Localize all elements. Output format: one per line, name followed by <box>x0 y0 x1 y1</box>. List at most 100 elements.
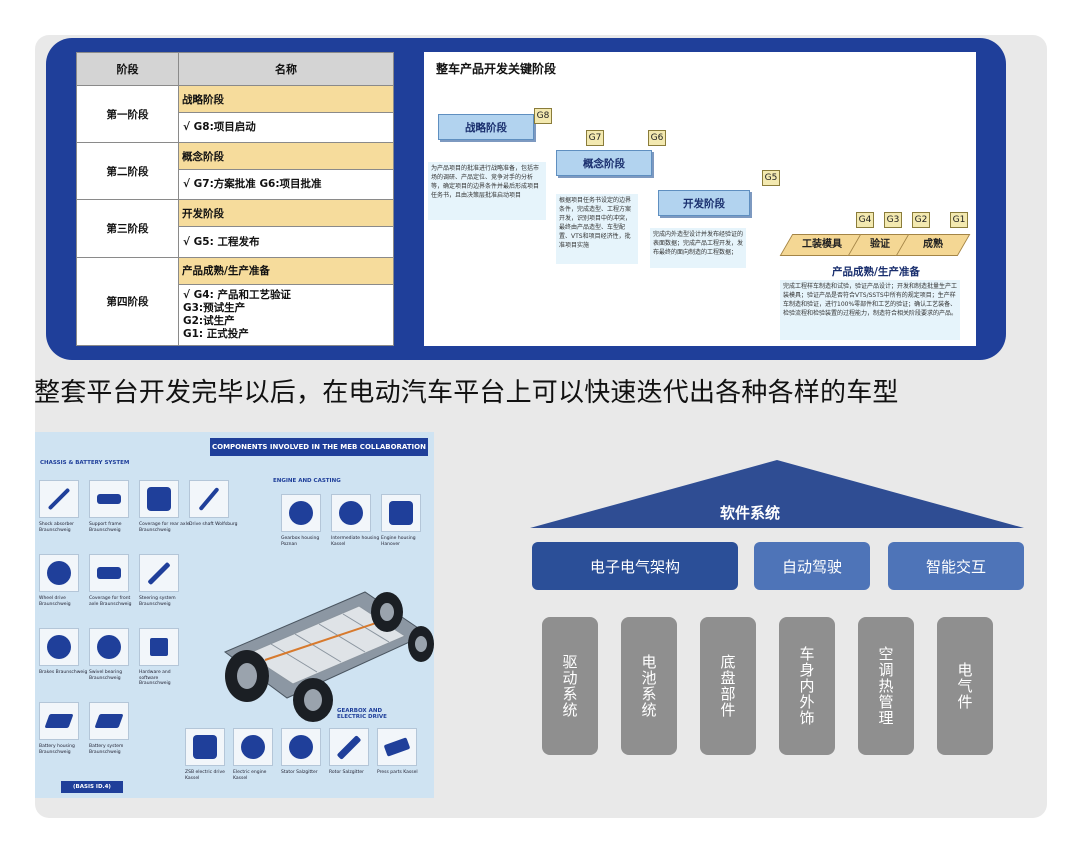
header-stage: 阶段 <box>76 51 179 87</box>
stage-name-cell: 开发阶段 <box>178 199 394 228</box>
tier3-item: 驱动系统 <box>542 617 598 755</box>
part-hardware <box>139 628 179 666</box>
tier2-item: 电子电气架构 <box>532 542 738 590</box>
gate-g5: G5 <box>762 170 780 186</box>
stage-cell: 第二阶段 <box>76 142 179 201</box>
part-caption: Battery system Braunschweig <box>89 744 124 755</box>
part-caption: Engine housing Hanover <box>381 536 416 547</box>
part-caption: Drive shaft Wolfsburg <box>189 522 238 527</box>
part-swivel-bearing <box>89 628 129 666</box>
step-concept: 概念阶段 <box>556 150 652 176</box>
part-steering <box>139 554 179 592</box>
part-caption: Wheel drive Braunschweig <box>39 596 71 607</box>
part-caption: Steering system Braunschweig <box>139 596 176 607</box>
tier2-item: 自动驾驶 <box>754 542 870 590</box>
part-caption: Brakes Braunschweig <box>39 670 88 675</box>
tier2-item: 智能交互 <box>888 542 1024 590</box>
part-caption: Stator Salzgitter <box>281 770 318 775</box>
section-engine: ENGINE AND CASTING <box>273 478 341 484</box>
final-stage-label: 产品成熟/生产准备 <box>832 266 920 278</box>
step-maturity: 成熟 <box>895 234 971 256</box>
part-caption: Battery housing Braunschweig <box>39 744 75 755</box>
gate-g6: G6 <box>648 130 666 146</box>
table-row: 第四阶段 产品成熟/生产准备 <box>76 256 394 347</box>
desc-concept: 根据项目任务书设定的边界条件，完成造型、工程方案开发，识别项目中的冲突，最终由产… <box>556 194 638 264</box>
gate-cell: √ G7:方案批准 G6:项目批准 <box>178 169 394 201</box>
meb-basis-label: (BASIS ID.4) <box>61 781 123 793</box>
tier3-item: 底盘部件 <box>700 617 756 755</box>
gate-g1: G1 <box>950 212 968 228</box>
table-row: 第三阶段 开发阶段 <box>76 199 394 258</box>
table-row: 第二阶段 概念阶段 <box>76 142 394 201</box>
step-development: 开发阶段 <box>658 190 750 216</box>
part-engine-housing <box>381 494 421 532</box>
gate-g7: G7 <box>586 130 604 146</box>
architecture-roof <box>530 460 1024 528</box>
table-row: √ G8:项目启动 <box>77 112 394 144</box>
part-battery-system <box>89 702 129 740</box>
stage-name-cell: 战略阶段 <box>178 85 394 114</box>
step-strategy: 战略阶段 <box>438 114 534 140</box>
part-caption: Gearbox housing Poznan <box>281 536 320 547</box>
gate-g3: G3 <box>884 212 902 228</box>
tier3-item: 电池系统 <box>621 617 677 755</box>
part-stator <box>281 728 321 766</box>
part-drive-shaft <box>189 480 229 518</box>
gate-g8: G8 <box>534 108 552 124</box>
table-row: 第一阶段 战略阶段 <box>76 85 394 144</box>
roof-label: 软件系统 <box>719 504 780 522</box>
meb-chassis-illustration <box>224 591 434 722</box>
section-chassis: CHASSIS & BATTERY SYSTEM <box>40 460 130 466</box>
desc-development: 完成内外造型设计并发布经验证的表面数据；完成产品工程开发，发布最终的面向制造的工… <box>650 228 746 268</box>
table-row: √ G4: 产品和工艺验证 G3:预试生产 G2:试生产 G1: 正式投产 <box>77 283 394 347</box>
process-title: 整车产品开发关键阶段 <box>436 62 557 76</box>
stage-cell: 第四阶段 <box>76 256 179 347</box>
gate-g2: G2 <box>912 212 930 228</box>
part-caption: ZSB electric drive Kassel <box>185 770 225 781</box>
part-rotor <box>329 728 369 766</box>
gate-cell: √ G4: 产品和工艺验证 G3:预试生产 G2:试生产 G1: 正式投产 <box>178 283 394 347</box>
part-caption: Intermediate housing Kassel <box>331 536 380 547</box>
part-shock-absorber <box>39 480 79 518</box>
part-gearbox-housing <box>281 494 321 532</box>
part-support-frame <box>89 480 129 518</box>
table-row: √ G5: 工程发布 <box>77 226 394 258</box>
gate-cell: √ G8:项目启动 <box>178 112 394 144</box>
stage-cell: 第三阶段 <box>76 199 179 258</box>
part-caption: Coverage for front axle Braunschweig <box>89 596 132 607</box>
gate-cell: √ G5: 工程发布 <box>178 226 394 258</box>
stage-table: 阶段 名称 第一阶段 战略阶段 √ G8:项目启动 第二阶段 概念阶段 √ G7… <box>76 51 394 347</box>
header-name: 名称 <box>178 51 394 87</box>
desc-final: 完成工程样车制造和试验，验证产品设计；开发和制造批量生产工装模具；验证产品是否符… <box>780 280 960 340</box>
part-caption: Support frame Braunschweig <box>89 522 122 533</box>
part-press-parts <box>377 728 417 766</box>
part-battery-housing <box>39 702 79 740</box>
part-caption: Hardware and software Braunschweig <box>139 670 171 686</box>
part-rear-axle <box>139 480 179 518</box>
stage-cell: 第一阶段 <box>76 85 179 144</box>
part-brakes <box>39 628 79 666</box>
part-zsb-electric-drive <box>185 728 225 766</box>
desc-strategy: 为产品项目的批准进行战略准备，包括市场的调研、产品定位、竞争对手的分析等，确定项… <box>428 162 546 220</box>
tier3-item: 空调热管理 <box>858 617 914 755</box>
part-front-axle <box>89 554 129 592</box>
meb-components-image: COMPONENTS INVOLVED IN THE MEB COLLABORA… <box>35 432 434 798</box>
headline: 整套平台开发完毕以后，在电动汽车平台上可以快速迭代出各种各样的车型 <box>34 378 899 408</box>
part-caption: Swivel bearing Braunschweig <box>89 670 123 681</box>
section-gearbox: GEARBOX AND ELECTRIC DRIVE <box>337 708 387 720</box>
stage-name-cell: 产品成熟/生产准备 <box>178 256 394 285</box>
part-electric-engine <box>233 728 273 766</box>
part-wheel-drive <box>39 554 79 592</box>
tier3-item: 电气件 <box>937 617 993 755</box>
part-caption: Coverage for rear axle Braunschweig <box>139 522 190 533</box>
stage-name-cell: 概念阶段 <box>178 142 394 171</box>
part-intermediate-housing <box>331 494 371 532</box>
table-row: √ G7:方案批准 G6:项目批准 <box>77 169 394 201</box>
gate-g4: G4 <box>856 212 874 228</box>
part-caption: Rotor Salzgitter <box>329 770 364 775</box>
part-caption: Electric engine Kassel <box>233 770 267 781</box>
process-diagram: 整车产品开发关键阶段 战略阶段 G8 为产品项目的批准进行战略准备，包括市场的调… <box>424 52 976 346</box>
table-header-row: 阶段 名称 <box>76 51 394 87</box>
meb-banner: COMPONENTS INVOLVED IN THE MEB COLLABORA… <box>210 438 428 456</box>
part-caption: Press parts Kassel <box>377 770 418 775</box>
